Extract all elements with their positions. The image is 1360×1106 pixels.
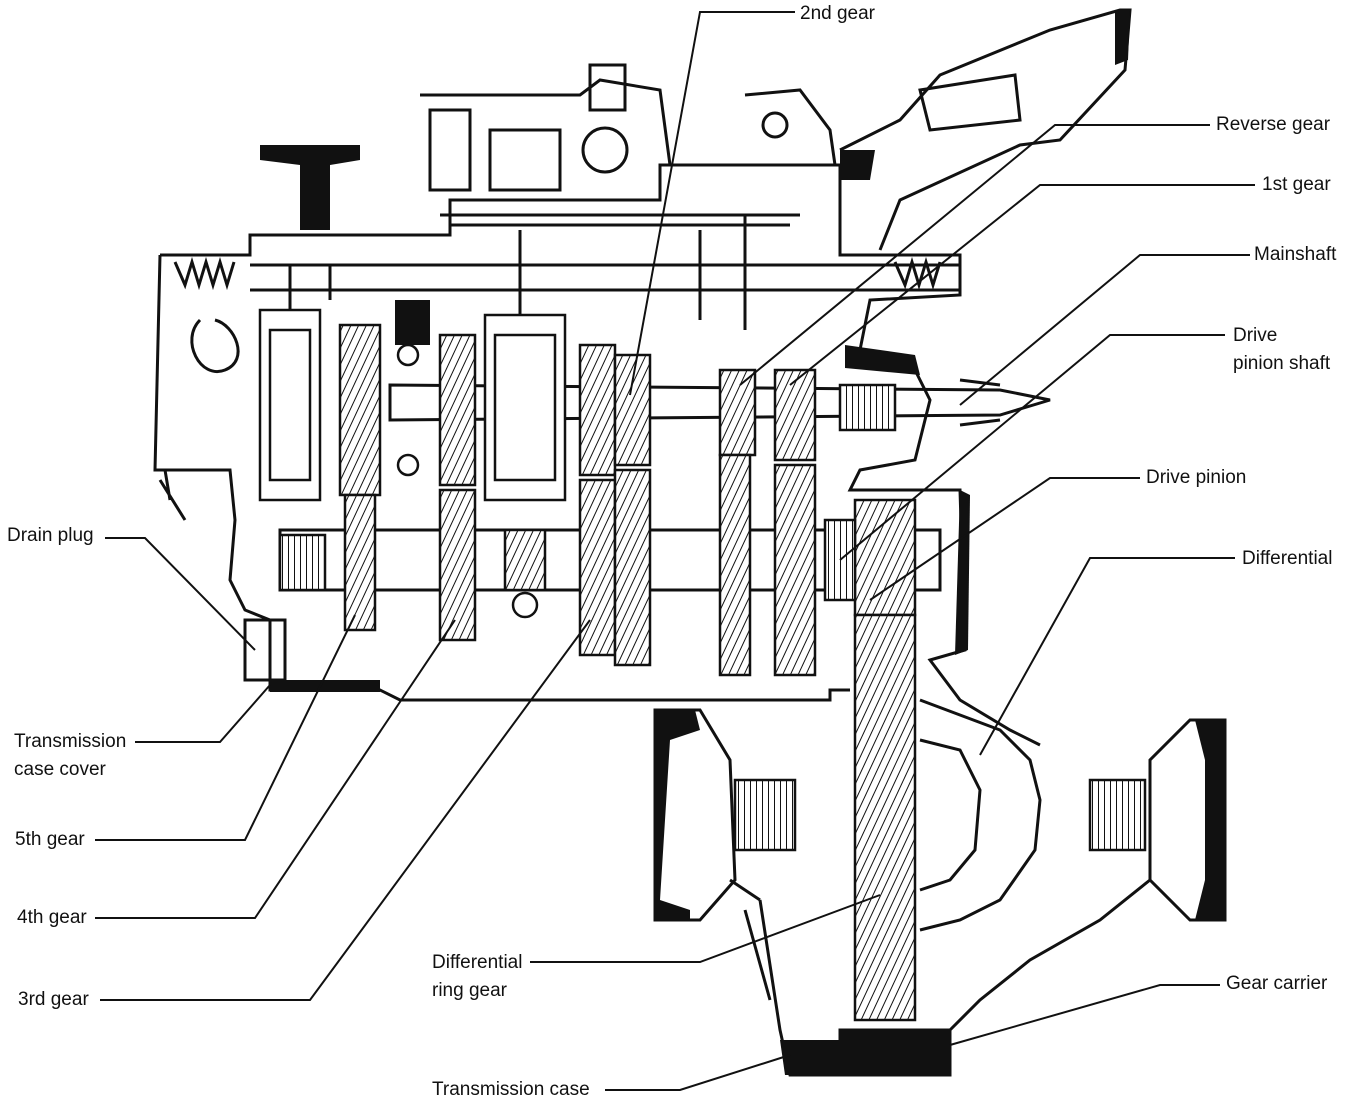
label-transmission-case: Transmission case (432, 1079, 590, 1100)
fifth-gear (343, 493, 377, 632)
label-3rd-gear: 3rd gear (18, 989, 89, 1010)
label-diff-ring-gear-line2: ring gear (432, 980, 507, 1001)
leader-lines (95, 11, 1255, 1091)
drive-pinion (853, 498, 917, 617)
label-reverse-gear: Reverse gear (1216, 114, 1331, 135)
fourth-gear (438, 488, 477, 642)
label-diff-ring-gear-line1: Differential (432, 952, 523, 973)
third-gear-upper (578, 343, 617, 477)
housing-solid-sections (260, 10, 1225, 1075)
label-5th-gear: 5th gear (15, 829, 85, 850)
label-gear-carrier: Gear carrier (1226, 973, 1328, 994)
label-case-cover-line2: case cover (14, 759, 106, 780)
reverse-gear-lower (718, 453, 752, 677)
differential-bearing-left (733, 778, 797, 852)
idler-gear (503, 528, 547, 592)
gear-train (258, 308, 1147, 1022)
label-drain-plug: Drain plug (7, 525, 94, 546)
label-2nd-gear: 2nd gear (800, 3, 876, 24)
label-drive-pinion-shaft-line1: Drive (1233, 325, 1278, 346)
third-gear (578, 478, 617, 657)
label-4th-gear: 4th gear (17, 907, 87, 928)
first-gear (773, 368, 817, 462)
differential-ring-gear (853, 613, 917, 1022)
first-gear-lower (773, 463, 817, 677)
second-gear-upper (613, 353, 652, 467)
label-case-cover-line1: Transmission (14, 731, 127, 752)
synchronizer-3-4 (483, 313, 567, 502)
reverse-gear (718, 368, 757, 457)
differential-bearing-right (1088, 778, 1147, 852)
label-drive-pinion: Drive pinion (1146, 467, 1247, 488)
label-differential: Differential (1242, 548, 1333, 569)
label-drive-pinion-shaft-line2: pinion shaft (1233, 353, 1331, 374)
label-1st-gear: 1st gear (1262, 174, 1331, 195)
fourth-gear-upper (438, 333, 477, 487)
second-gear (613, 468, 652, 667)
fifth-gear-upper (338, 323, 382, 497)
label-mainshaft: Mainshaft (1254, 244, 1337, 265)
